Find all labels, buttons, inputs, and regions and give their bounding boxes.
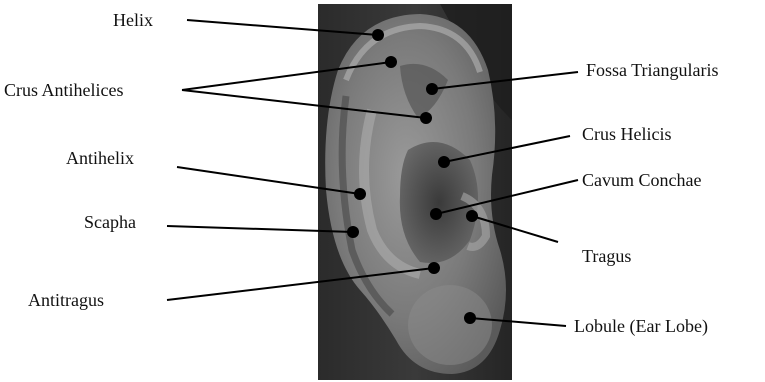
label-antitragus: Antitragus [28, 290, 104, 310]
dot-antitragus [428, 262, 440, 274]
dot-scapha [347, 226, 359, 238]
label-antihelix: Antihelix [66, 148, 134, 168]
dot-lobule [464, 312, 476, 324]
label-fossa-triangularis: Fossa Triangularis [586, 60, 719, 80]
label-crus-helicis: Crus Helicis [582, 124, 672, 144]
dot-antihelix [354, 188, 366, 200]
label-tragus: Tragus [582, 246, 631, 266]
dot-cavum-conchae [430, 208, 442, 220]
label-crus-antihelices: Crus Antihelices [4, 80, 124, 100]
lobule-shape [408, 285, 492, 365]
dot-fossa-triangularis [426, 83, 438, 95]
dot-crus-helicis [438, 156, 450, 168]
label-helix: Helix [113, 10, 153, 30]
dot-helix [372, 29, 384, 41]
dot-crus-antihelices-lower [420, 112, 432, 124]
label-scapha: Scapha [84, 212, 136, 232]
label-cavum-conchae: Cavum Conchae [582, 170, 701, 190]
dot-tragus [466, 210, 478, 222]
dot-crus-antihelices-upper [385, 56, 397, 68]
label-lobule: Lobule (Ear Lobe) [574, 316, 708, 337]
